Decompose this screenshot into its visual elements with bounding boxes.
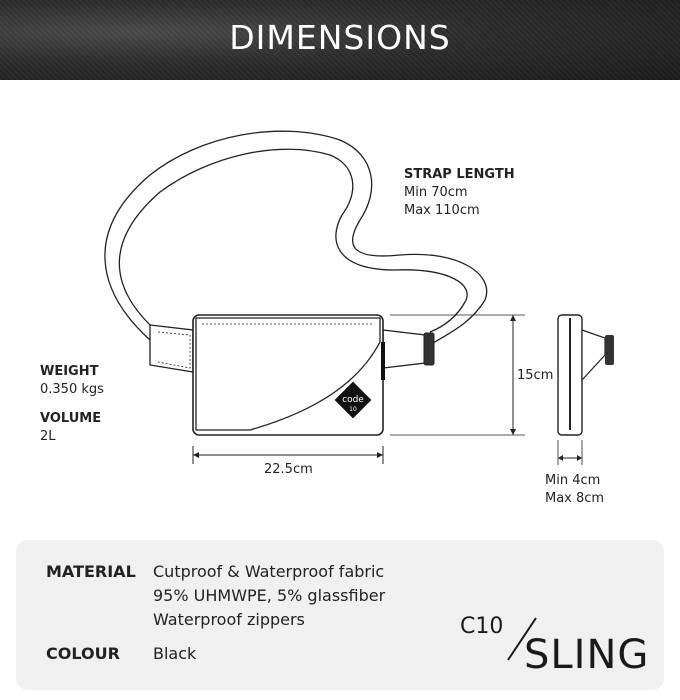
strap-outline-inner [118,148,468,333]
strap-max: Max 110cm [404,203,480,218]
strap-min: Min 70cm [404,185,468,200]
brand-name: SLING [524,632,650,678]
depth-block: Min 4cm Max 8cm [545,472,604,508]
strap-heading: STRAP LENGTH [404,167,515,182]
material-label: MATERIAL [46,562,136,581]
page-title: DIMENSIONS [229,18,451,57]
colour-value: Black [153,644,197,663]
material-line: Waterproof zippers [153,610,305,629]
material-line: 95% UHMWPE, 5% glassfiber [153,586,386,605]
strap-right-segment [382,329,426,369]
logo-sub: 10 [349,406,357,413]
weight-heading: WEIGHT [40,364,99,379]
height-label: 15cm [517,368,554,383]
strap-buckle [423,332,435,366]
brand-model: C10 [460,614,504,639]
depth-max: Max 8cm [545,491,605,506]
code10-logo [334,381,372,419]
bag-flap [195,317,381,431]
strap-left-segment [149,324,194,373]
brand-slash [507,617,537,661]
weight-block: WEIGHT 0.350 kgs [40,363,104,399]
material-lines: Cutproof & Waterproof fabric 95% UHMWPE,… [153,560,385,632]
colour-label: COLOUR [46,644,120,663]
material-line: Cutproof & Waterproof fabric [153,562,385,581]
logo-text: code [342,395,364,405]
volume-heading: VOLUME [40,411,102,426]
weight-value: 0.350 kgs [40,382,104,397]
header-banner: DIMENSIONS [0,0,680,80]
spec-card: MATERIAL Cutproof & Waterproof fabric 95… [16,540,664,690]
bag-dimension-drawing: code 10 [104,130,614,465]
volume-block: VOLUME 2L [40,410,101,446]
depth-min: Min 4cm [545,473,601,488]
volume-value: 2L [40,429,56,444]
strap-outline-outer [104,130,488,346]
width-label: 22.5cm [264,462,313,477]
strap-length-block: STRAP LENGTH Min 70cm Max 110cm [404,166,515,220]
